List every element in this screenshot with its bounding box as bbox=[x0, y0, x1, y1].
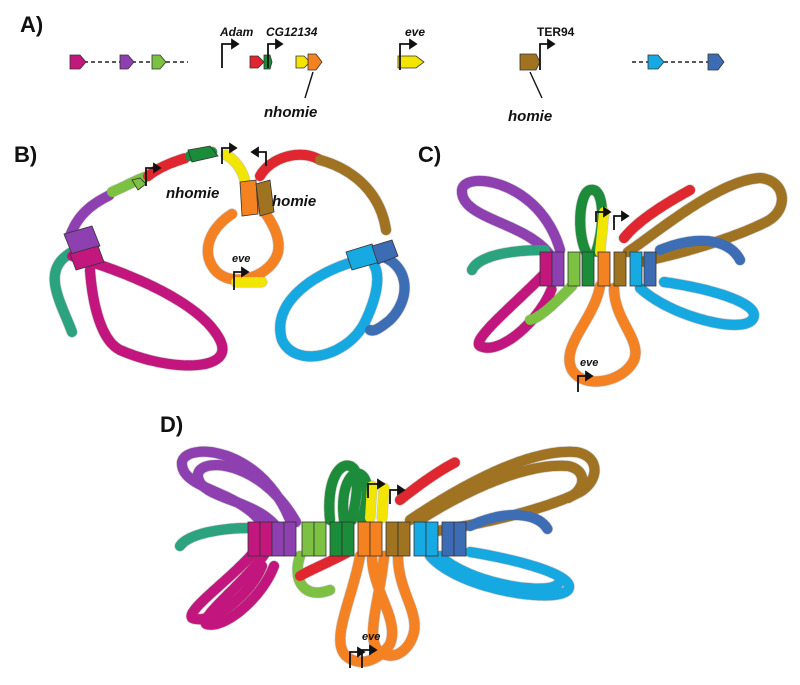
panel-b-label-homie: homie bbox=[272, 193, 316, 210]
adam-arrow bbox=[249, 55, 265, 69]
insulator-label-nhomie: nhomie bbox=[264, 104, 317, 121]
panel-b: B) bbox=[14, 142, 410, 371]
cyan-element bbox=[647, 54, 665, 70]
gene-label-ter94: TER94 bbox=[537, 25, 575, 39]
cg12134-arrow bbox=[295, 55, 311, 69]
homie-block bbox=[519, 53, 541, 71]
panel-d: D) bbox=[160, 412, 600, 668]
panel-c: C) eve bbox=[418, 142, 787, 392]
lightgreen-element bbox=[151, 54, 167, 70]
panel-b-label-eve: eve bbox=[232, 253, 250, 265]
panel-d-promoters bbox=[349, 478, 406, 668]
blue-element bbox=[707, 53, 725, 71]
panel-a-insulator-pointers bbox=[304, 71, 543, 99]
panel-d-label-eve: eve bbox=[362, 631, 380, 643]
panel-a-promoters bbox=[221, 38, 556, 70]
panel-c-fibers bbox=[457, 173, 787, 387]
panel-c-label-eve: eve bbox=[580, 357, 598, 369]
panel-b-label-nhomie: nhomie bbox=[166, 185, 219, 202]
panel-a-label: A) bbox=[20, 12, 43, 37]
gene-label-eve: eve bbox=[405, 25, 425, 39]
purple-element bbox=[119, 54, 135, 70]
eve-arrow bbox=[397, 55, 425, 69]
panel-d-fibers bbox=[175, 446, 600, 667]
magenta-element bbox=[69, 54, 87, 70]
nhomie-block bbox=[307, 53, 323, 71]
panel-c-label: C) bbox=[418, 142, 441, 167]
panel-c-stack bbox=[539, 251, 657, 287]
panel-c-promoters bbox=[577, 206, 630, 392]
panel-d-stack bbox=[247, 521, 467, 557]
gene-label-cg12134: CG12134 bbox=[266, 25, 318, 39]
panel-a: A) bbox=[20, 12, 763, 125]
panel-b-blocks bbox=[63, 145, 399, 271]
insulator-label-homie: homie bbox=[508, 108, 552, 125]
gene-label-adam: Adam bbox=[219, 25, 254, 39]
panel-d-label: D) bbox=[160, 412, 183, 437]
panel-b-label: B) bbox=[14, 142, 37, 167]
panel-b-promoters bbox=[145, 142, 267, 290]
